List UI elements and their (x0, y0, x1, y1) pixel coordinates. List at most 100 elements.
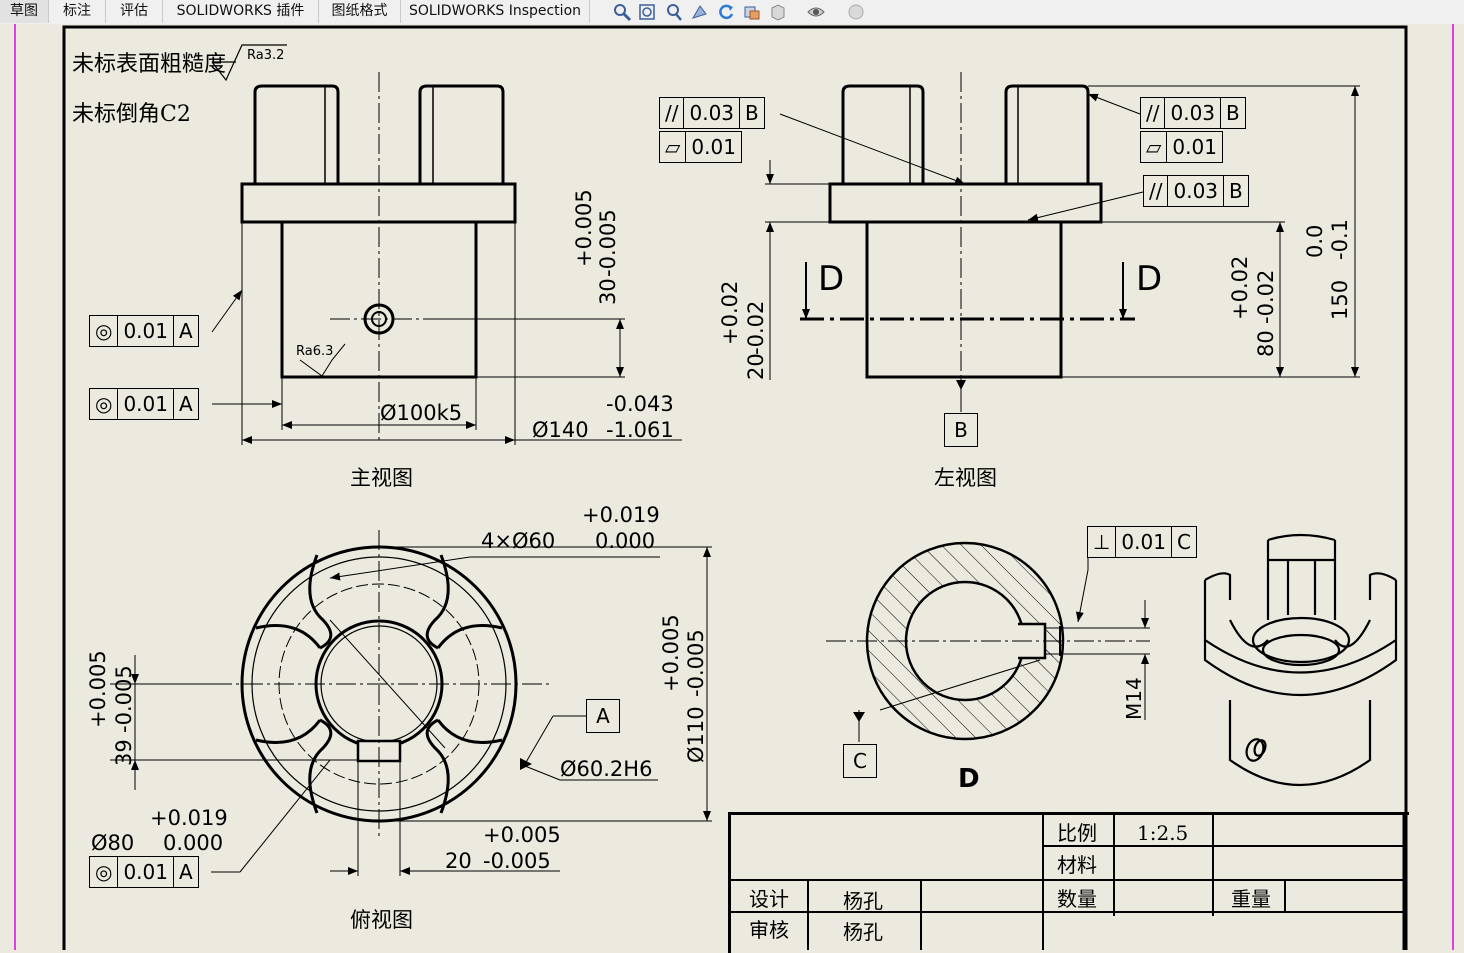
fcf-datum: A (178, 319, 193, 343)
title-block-design-label: 设计 (749, 887, 789, 911)
sheet-margin-line-right (1452, 24, 1454, 950)
top-view-dimension-lines (110, 530, 712, 876)
title-block-grid (728, 812, 1406, 950)
dim-h150-upper: 0.0 (1303, 224, 1327, 258)
dim-h20-lower: -0.02 (744, 300, 768, 355)
fcf-tolerance: 0.03 (1165, 98, 1222, 128)
section-view-title: D (958, 764, 980, 794)
flatness-icon: ▱ (660, 132, 687, 162)
dim-dia110[interactable]: Ø110 (684, 706, 708, 763)
fcf-tolerance: 0.03 (684, 98, 741, 128)
dim-dia80-upper: +0.019 (150, 806, 228, 830)
dim-dia110-upper: +0.005 (659, 614, 683, 692)
dim-h80[interactable]: 80 (1254, 330, 1278, 357)
section-arrow-label-right: D (1136, 259, 1163, 299)
dim-dia80-lower: 0.000 (163, 831, 224, 855)
front-view-fcf-lower[interactable]: ◎ 0.01 A (89, 388, 199, 420)
dim-h150[interactable]: 150 (1328, 279, 1352, 320)
datum-a-box[interactable]: A (586, 699, 620, 733)
datum-a-triangle (520, 758, 532, 770)
concentricity-icon: ◎ (90, 316, 119, 346)
dim-h80-upper: +0.02 (1228, 255, 1252, 320)
title-block-reviewer[interactable]: 杨孔 (843, 920, 883, 944)
zoom-to-fit-icon[interactable] (612, 2, 632, 22)
flatness-icon: ▱ (1141, 132, 1168, 162)
hide-show-icon[interactable] (806, 2, 826, 22)
dim-dia100[interactable]: Ø100k5 (380, 401, 463, 425)
dim-h20[interactable]: 20 (744, 353, 768, 380)
dim-h150-lower: -0.1 (1328, 219, 1352, 260)
dim-w20[interactable]: 20 (445, 849, 472, 873)
drawing-frame (62, 25, 1408, 950)
top-view-title: 俯视图 (350, 908, 413, 932)
tab-sheet-format[interactable]: 图纸格式 (319, 0, 401, 23)
dim-holes-upper: +0.019 (582, 503, 660, 527)
view-orientation-icon[interactable] (768, 2, 788, 22)
left-view-outline (828, 84, 1103, 379)
tab-sketch[interactable]: 草图 (0, 0, 49, 23)
tab-solidworks-addins[interactable]: SOLIDWORKS 插件 (163, 0, 319, 23)
fcf-datum: C (1176, 530, 1191, 554)
left-view-fcf-flatness-right[interactable]: ▱ 0.01 (1140, 131, 1223, 163)
front-view-centerlines (211, 72, 682, 445)
tab-annotation[interactable]: 标注 (49, 0, 106, 23)
datum-c-box[interactable]: C (843, 744, 877, 778)
dim-h39-lower: -0.005 (112, 665, 136, 733)
left-view-fcf-parallel-left[interactable]: // 0.03 B (659, 97, 765, 129)
dim-h30-upper: +0.005 (572, 189, 596, 267)
fcf-datum: A (178, 392, 193, 416)
top-view-fcf[interactable]: ◎ 0.01 A (89, 856, 199, 888)
fcf-datum: B (745, 101, 759, 125)
sheet-margin-line-left (14, 24, 16, 950)
title-block-scale-label: 比例 (1057, 821, 1097, 845)
datum-b-box[interactable]: B (944, 413, 978, 447)
dim-holes[interactable]: 4×Ø60 (481, 529, 556, 553)
title-block-weight-label: 重量 (1231, 887, 1271, 911)
dim-h39[interactable]: 39 (112, 739, 136, 766)
isometric-view (1203, 533, 1398, 786)
front-view-fcf-upper[interactable]: ◎ 0.01 A (89, 315, 199, 347)
title-block-scale-value[interactable]: 1:2.5 (1137, 821, 1189, 845)
dim-h30[interactable]: 30 (596, 278, 620, 305)
title-block-designer[interactable]: 杨孔 (843, 889, 883, 913)
zoom-in-out-icon[interactable] (664, 2, 684, 22)
command-manager-tabs: 草图 标注 评估 SOLIDWORKS 插件 图纸格式 SOLIDWORKS I… (0, 0, 1464, 25)
display-style-icon[interactable] (742, 2, 762, 22)
datum-b-triangle (956, 380, 966, 390)
parallelism-icon: // (1144, 176, 1169, 206)
dim-h80-lower: -0.02 (1254, 269, 1278, 324)
tab-solidworks-inspection[interactable]: SOLIDWORKS Inspection (401, 0, 590, 23)
fcf-tolerance: 0.01 (1172, 135, 1217, 159)
left-view-fcf-parallel-flange[interactable]: // 0.03 B (1143, 175, 1249, 207)
rotate-icon[interactable] (716, 2, 736, 22)
dim-w20-lower: -0.005 (483, 849, 551, 873)
perpendicularity-icon: ⊥ (1088, 527, 1117, 557)
dim-h20-upper: +0.02 (718, 280, 742, 345)
concentricity-icon: ◎ (90, 389, 119, 419)
datum-c-triangle (853, 712, 865, 722)
fcf-tolerance: 0.03 (1168, 176, 1225, 206)
section-fcf-perpendicularity[interactable]: ⊥ 0.01 C (1087, 526, 1197, 558)
dim-holes-lower: 0.000 (595, 529, 656, 553)
dim-w20-upper: +0.005 (483, 823, 561, 847)
dim-dia80[interactable]: Ø80 (91, 831, 135, 855)
dim-h39-upper: +0.005 (86, 650, 110, 728)
dim-bore[interactable]: Ø60.2H6 (560, 757, 653, 781)
pan-icon[interactable] (690, 2, 710, 22)
dim-dia110-lower: -0.005 (684, 629, 708, 697)
tab-evaluate[interactable]: 评估 (106, 0, 163, 23)
fcf-datum: B (1229, 179, 1243, 203)
parallelism-icon: // (1141, 98, 1166, 128)
fcf-tolerance: 0.01 (118, 857, 174, 887)
appearance-icon[interactable] (846, 2, 866, 22)
left-view-fcf-parallel-right[interactable]: // 0.03 B (1140, 97, 1246, 129)
note-roughness-symbol (211, 44, 287, 82)
zoom-area-icon[interactable] (638, 2, 658, 22)
note-surface-finish-value: Ra3.2 (247, 48, 285, 63)
dim-m14[interactable]: M14 (1122, 677, 1146, 720)
dim-dia140-lower: -1.061 (606, 418, 674, 442)
left-view-fcf-flatness-left[interactable]: ▱ 0.01 (659, 131, 742, 163)
title-block-review-label: 审核 (749, 918, 789, 942)
dim-dia140[interactable]: Ø140 (532, 418, 589, 442)
